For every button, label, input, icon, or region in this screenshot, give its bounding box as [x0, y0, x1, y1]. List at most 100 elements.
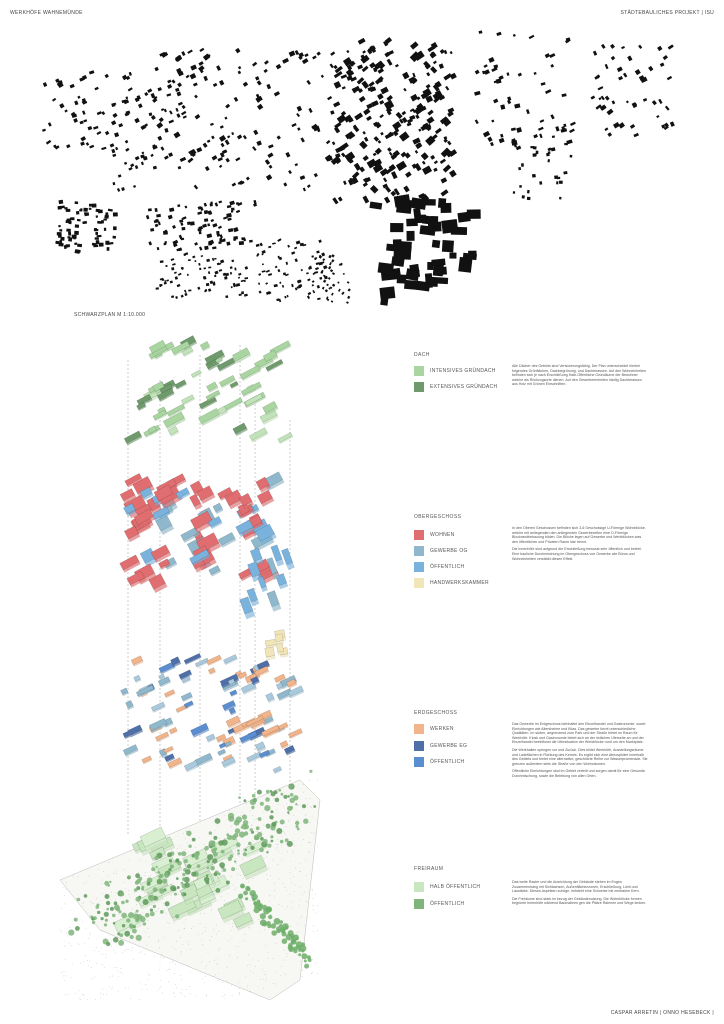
building-footprint — [333, 80, 342, 89]
tree-canopy — [109, 880, 112, 884]
tree-canopy — [234, 860, 237, 863]
building-footprint — [430, 42, 438, 50]
tree-canopy — [134, 880, 139, 885]
building-footprint — [210, 201, 213, 205]
building-volume — [133, 674, 142, 683]
ground-dot — [248, 881, 249, 883]
building-footprint — [148, 112, 153, 117]
building-footprint — [96, 131, 102, 136]
tree-canopy — [218, 840, 224, 846]
tree-canopy — [131, 928, 137, 934]
tree-canopy — [231, 867, 236, 872]
ground-dot — [146, 988, 148, 990]
building-footprint — [204, 290, 207, 293]
building-footprint — [335, 145, 346, 154]
ground-dot — [83, 883, 85, 885]
building-footprint — [256, 80, 262, 86]
ground-dot — [120, 938, 122, 940]
tree-canopy — [151, 867, 156, 872]
building-footprint — [425, 95, 434, 103]
building-footprint — [287, 244, 291, 248]
ground-dot — [301, 916, 303, 917]
ground-dot — [72, 963, 73, 965]
building-footprint — [304, 53, 309, 58]
tree-canopy — [121, 924, 126, 928]
building-footprint — [225, 272, 230, 277]
building-footprint — [96, 111, 102, 116]
building-footprint — [73, 237, 76, 240]
tree-canopy — [217, 872, 221, 876]
building-footprint — [184, 292, 188, 297]
ground-dot — [252, 878, 254, 879]
building-footprint — [233, 236, 239, 240]
building-footprint — [328, 266, 332, 270]
ground-dot — [238, 946, 239, 948]
tree-canopy — [256, 789, 262, 795]
tree-canopy — [135, 909, 139, 913]
legend-swatch — [414, 741, 424, 751]
building-footprint — [458, 256, 473, 273]
building-footprint — [266, 83, 272, 90]
building-footprint — [58, 224, 61, 228]
building-footprint — [181, 110, 187, 116]
building-footprint — [342, 57, 353, 67]
ground-dot — [180, 952, 182, 954]
building-footprint — [159, 260, 164, 263]
legend-label: ÖFFENTLICH — [430, 759, 465, 765]
tree-canopy — [276, 928, 281, 934]
tree-canopy — [182, 872, 186, 877]
tree-canopy — [248, 841, 252, 846]
building-footprint — [256, 103, 264, 111]
building-footprint — [466, 209, 481, 219]
building-footprint — [382, 183, 388, 189]
ground-dot — [294, 845, 296, 847]
ground-dot — [228, 940, 230, 942]
ground-dot — [88, 938, 90, 940]
ground-dot — [211, 936, 213, 937]
building-footprint — [229, 200, 235, 206]
ground-dot — [250, 810, 251, 812]
ground-dot — [213, 959, 215, 961]
building-footprint — [128, 71, 132, 76]
ground-dot — [299, 899, 300, 901]
building-footprint — [235, 47, 241, 54]
ground-dot — [244, 813, 246, 815]
ground-dot — [231, 826, 232, 827]
building-footprint — [337, 196, 343, 202]
tree-canopy — [210, 866, 215, 871]
building-footprint — [203, 210, 209, 215]
building-footprint — [449, 50, 453, 55]
building-footprint — [311, 280, 315, 283]
ground-dot — [252, 840, 254, 842]
building-footprint — [82, 110, 86, 115]
ground-dot — [267, 879, 268, 880]
ground-dot — [238, 982, 240, 984]
building-volume — [119, 554, 141, 573]
building-footprint — [110, 120, 117, 126]
ground-dot — [252, 815, 253, 817]
ground-dot — [161, 954, 163, 955]
ground-dot — [283, 830, 285, 832]
building-footprint — [211, 155, 218, 161]
ground-dot — [105, 957, 107, 959]
building-footprint — [322, 265, 328, 270]
ground-dot — [278, 904, 280, 906]
building-footprint — [430, 66, 438, 74]
building-footprint — [413, 50, 425, 61]
ground-dot — [84, 995, 85, 997]
tree-canopy — [112, 922, 116, 925]
building-volume — [130, 655, 144, 667]
building-footprint — [432, 60, 437, 65]
ground-dot — [175, 964, 176, 966]
building-footprint — [431, 239, 441, 249]
tree-canopy — [257, 902, 262, 907]
building-footprint — [450, 226, 468, 235]
building-footprint — [241, 237, 245, 241]
tree-canopy — [270, 810, 274, 814]
ground-dot — [175, 984, 177, 985]
building-footprint — [286, 294, 289, 298]
ground-dot — [250, 900, 251, 902]
building-footprint — [331, 141, 336, 146]
building-footprint — [58, 242, 64, 247]
ground-dot — [242, 877, 244, 879]
